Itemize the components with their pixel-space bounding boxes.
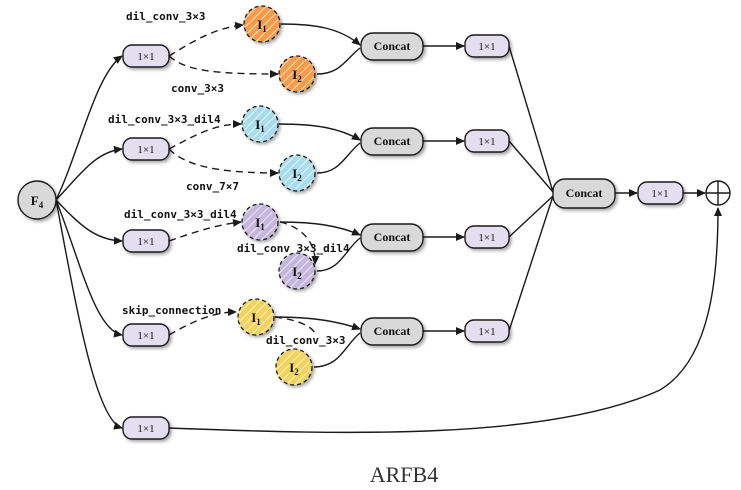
conv1x1-label: 1×1 bbox=[478, 41, 495, 53]
edge-skip-conv-to-plus bbox=[168, 207, 722, 434]
conv1x1-label: 1×1 bbox=[137, 236, 154, 248]
circle-plus-icon bbox=[705, 180, 731, 206]
edge-b3-conv-to-i1 bbox=[168, 218, 242, 242]
conv1x1-label: 1×1 bbox=[651, 188, 668, 200]
input-node-label: F4 bbox=[31, 193, 44, 210]
concat-label: Concat bbox=[374, 230, 411, 244]
edge-b1-i2-to-concat bbox=[316, 47, 361, 75]
b2-i2-node: I2 bbox=[278, 154, 316, 192]
diagram-caption: ARFB4 bbox=[370, 462, 438, 487]
edge-b2-conv-to-i2 bbox=[168, 148, 279, 177]
edge-b3-conv-to-final bbox=[508, 195, 554, 238]
svg-text:I1: I1 bbox=[255, 215, 265, 232]
conv1x1-post-concat3: 1×1 bbox=[464, 225, 510, 249]
concat-branch4: Concat bbox=[360, 317, 424, 346]
edge-b1-i1-to-concat bbox=[280, 23, 361, 46]
edge-b4-i2-to-concat bbox=[313, 332, 361, 368]
b2-i1-node: I1 bbox=[241, 105, 279, 143]
conv1x1-label: 1×1 bbox=[137, 423, 154, 435]
edge-labels: dil_conv_3×3 conv_3×3 dil_conv_3×3_dil4 … bbox=[108, 10, 350, 347]
conv1x1-branch1: 1×1 bbox=[122, 44, 170, 68]
conv1x1-final: 1×1 bbox=[637, 181, 684, 205]
edge-f4-to-conv5 bbox=[55, 199, 123, 430]
concat-label: Concat bbox=[374, 39, 411, 53]
b4-i2-op-label: dil_conv_3×3 bbox=[266, 334, 345, 347]
svg-text:I1: I1 bbox=[257, 17, 267, 34]
concat-label: Concat bbox=[374, 134, 411, 148]
conv1x1-label: 1×1 bbox=[137, 51, 154, 63]
edges bbox=[55, 21, 722, 434]
b1-i2-node: I2 bbox=[278, 55, 316, 93]
svg-text:I2: I2 bbox=[292, 67, 302, 84]
edge-b2-conv-to-final bbox=[508, 140, 554, 193]
conv1x1-boxes: 1×1 1×1 1×1 1×1 1×1 1×1 1×1 1×1 bbox=[122, 34, 684, 440]
concat-boxes: Concat Concat Concat Concat Concat bbox=[360, 32, 616, 346]
svg-text:I2: I2 bbox=[292, 264, 302, 281]
edge-f4-to-conv2 bbox=[55, 145, 123, 201]
b4-i1-op-label: skip_connection bbox=[122, 304, 221, 317]
edge-b1-conv-to-i1 bbox=[168, 21, 244, 57]
b1-i2-op-label: conv_3×3 bbox=[171, 82, 224, 95]
svg-text:I1: I1 bbox=[255, 117, 265, 134]
b3-i2-op-label: dil_conv_3×3_dil4 bbox=[237, 242, 350, 255]
concat-branch2: Concat bbox=[360, 127, 424, 156]
concat-label: Concat bbox=[374, 324, 411, 338]
edge-b2-conv-to-i1 bbox=[168, 120, 242, 150]
concat-branch3: Concat bbox=[360, 223, 424, 252]
conv1x1-post-concat2: 1×1 bbox=[464, 129, 510, 153]
b3-i1-node: I1 bbox=[241, 203, 279, 241]
edge-b3-i2-to-concat bbox=[316, 237, 361, 272]
b1-i1-node: I1 bbox=[243, 5, 281, 43]
conv1x1-branch3: 1×1 bbox=[122, 229, 170, 253]
concat-branch1: Concat bbox=[360, 32, 424, 61]
conv1x1-branch4: 1×1 bbox=[122, 323, 170, 347]
b4-i1-node: I1 bbox=[237, 298, 275, 336]
conv1x1-skip: 1×1 bbox=[122, 416, 170, 440]
edge-f4-to-conv4 bbox=[55, 199, 123, 338]
svg-text:I2: I2 bbox=[292, 166, 302, 183]
conv1x1-label: 1×1 bbox=[478, 326, 495, 338]
edge-b4-i1-to-concat bbox=[274, 316, 361, 331]
concat-label: Concat bbox=[566, 186, 603, 200]
conv1x1-label: 1×1 bbox=[478, 136, 495, 148]
concat-final: Concat bbox=[552, 178, 616, 209]
b2-i2-op-label: conv_7×7 bbox=[186, 180, 239, 193]
edge-b4-i1-to-i2 bbox=[274, 316, 316, 336]
svg-text:I2: I2 bbox=[289, 360, 299, 377]
edge-b3-i1-to-i2 bbox=[279, 221, 320, 265]
b3-i1-op-label: dil_conv_3×3_dil4 bbox=[124, 208, 237, 221]
edge-b3-i1-to-concat bbox=[279, 221, 361, 236]
b3-i2-node: I2 bbox=[278, 252, 316, 290]
b2-i1-op-label: dil_conv_3×3_dil4 bbox=[108, 113, 221, 126]
conv1x1-label: 1×1 bbox=[137, 144, 154, 156]
conv1x1-post-concat4: 1×1 bbox=[464, 319, 510, 343]
edge-b1-conv-to-final bbox=[508, 45, 554, 193]
intermediate-nodes: I1 I2 I1 I2 I1 I2 I1 I2 bbox=[237, 5, 316, 386]
conv1x1-post-concat1: 1×1 bbox=[464, 34, 510, 58]
b1-i1-op-label: dil_conv_3×3 bbox=[126, 10, 205, 23]
edge-b2-i1-to-concat bbox=[278, 123, 361, 141]
conv1x1-branch2: 1×1 bbox=[122, 137, 170, 161]
edge-b4-conv-to-i1 bbox=[168, 308, 237, 336]
edge-f4-to-conv1 bbox=[55, 55, 123, 201]
edge-b2-i2-to-concat bbox=[316, 142, 361, 174]
svg-text:I1: I1 bbox=[251, 310, 261, 327]
input-node-f4: F4 bbox=[17, 180, 57, 220]
edge-b1-conv-to-i2 bbox=[168, 55, 279, 78]
conv1x1-label: 1×1 bbox=[478, 232, 495, 244]
edge-b4-conv-to-final bbox=[508, 195, 554, 332]
edge-f4-to-conv3 bbox=[55, 199, 123, 245]
conv1x1-label: 1×1 bbox=[137, 330, 154, 342]
b4-i2-node: I2 bbox=[275, 348, 313, 386]
